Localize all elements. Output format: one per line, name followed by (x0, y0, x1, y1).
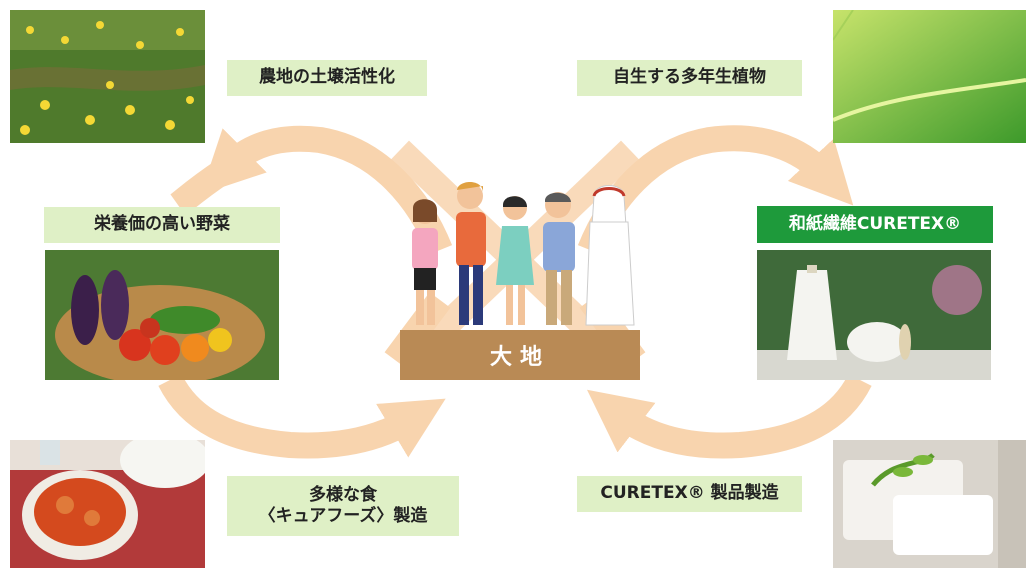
person-woman-teal (496, 196, 534, 325)
arrow-soil-to-vegetables (170, 159, 233, 216)
label-perennial-plants: 自生する多年生植物 (577, 60, 802, 96)
label-washi-fiber-curetex: 和紙繊維CURETEX® (757, 206, 993, 243)
vegetable-basket-photo (45, 250, 279, 380)
white-towels-photo (833, 440, 1026, 568)
person-woman-pink (412, 199, 438, 325)
green-leaf-photo (833, 10, 1026, 143)
label-diverse-food-line1: 多様な食 (309, 484, 377, 505)
curry-dish-photo (10, 440, 205, 568)
label-nutritious-vegetables: 栄養価の高い野菜 (44, 207, 280, 243)
person-man-blue (543, 192, 575, 325)
label-soil-activation: 農地の土壌活性化 (227, 60, 427, 96)
arrow-vegetables-to-food (158, 373, 446, 459)
person-man-orange (456, 182, 486, 325)
earth-base (400, 330, 640, 380)
center-label: 大地 (489, 345, 550, 370)
flower-field-photo (10, 10, 205, 143)
person-man-robe (585, 185, 635, 326)
arrow-fiber-to-products (586, 373, 872, 459)
label-diverse-food-line2: 〈キュアフーズ〉製造 (258, 506, 428, 526)
label-diverse-food: 多様な食 〈キュアフーズ〉製造 (227, 476, 459, 536)
label-curetex-products: CURETEX® 製品製造 (577, 476, 802, 512)
yarn-cones-photo (757, 250, 991, 380)
people-group (412, 182, 635, 326)
